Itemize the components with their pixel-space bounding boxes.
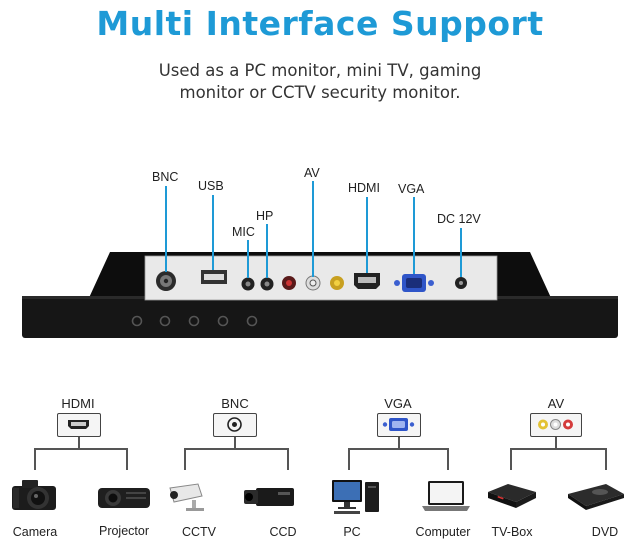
camera-icon	[12, 480, 56, 510]
vga-group-label: VGA	[384, 396, 412, 411]
front-buttons	[131, 315, 258, 327]
hdmi-port	[354, 273, 380, 289]
device-label-ccd: CCD	[269, 525, 297, 539]
device-label-dvd: DVD	[591, 525, 619, 539]
hdmi-leader	[366, 197, 368, 273]
port-label-usb: USB	[198, 179, 224, 193]
subtitle-line-2: monitor or CCTV security monitor.	[179, 83, 461, 102]
power-button	[246, 315, 258, 327]
dc-port	[455, 277, 467, 289]
monitor-back-panel	[22, 252, 618, 338]
port-label-hp: HP	[256, 209, 274, 223]
av-group-label: AV	[547, 396, 565, 411]
hdmi-connector-icon	[57, 413, 101, 437]
hdmi-group-label: HDMI	[61, 396, 95, 411]
up-button	[188, 315, 200, 327]
computer-laptop-icon	[422, 481, 470, 511]
usb-port	[201, 270, 227, 284]
tv-box-icon	[488, 484, 536, 508]
port-label-vga: VGA	[398, 182, 425, 196]
device-label-pc: PC	[343, 525, 361, 539]
device-label-projector: Projector	[98, 524, 150, 538]
menu-button	[131, 315, 143, 327]
dvd-player-icon	[568, 484, 624, 510]
page-title: Multi Interface Support	[96, 4, 544, 43]
ccd-camera-icon	[244, 488, 294, 506]
device-label-cctv: CCTV	[181, 525, 217, 539]
av-leader	[312, 181, 314, 277]
av-ports	[282, 275, 344, 291]
av-connector-icon	[530, 413, 582, 437]
port-label-mic: MIC	[232, 225, 255, 239]
bnc-port	[156, 271, 176, 291]
port-label-bnc: BNC	[152, 170, 179, 184]
port-plate	[144, 255, 498, 301]
hp-port	[260, 277, 274, 291]
projector-icon	[98, 488, 150, 508]
usb-leader	[212, 195, 214, 270]
monitor-bottom-bezel	[22, 296, 618, 338]
subtitle-line-1: Used as a PC monitor, mini TV, gaming	[158, 61, 482, 80]
down-button	[159, 315, 171, 327]
mic-port	[241, 277, 255, 291]
port-label-hdmi: HDMI	[348, 181, 380, 195]
port-label-dc: DC 12V	[437, 212, 481, 226]
vga-leader	[413, 197, 415, 274]
hp-leader	[266, 224, 268, 278]
port-label-av: AV	[304, 166, 320, 180]
vga-connector-icon	[377, 413, 421, 437]
page-subtitle: Used as a PC monitor, mini TV, gaming mo…	[140, 60, 500, 104]
bnc-leader	[165, 186, 167, 272]
device-label-camera: Camera	[12, 525, 58, 539]
bnc-connector-icon	[213, 413, 257, 437]
cctv-icon	[169, 483, 204, 511]
vga-port	[394, 274, 434, 292]
bnc-group-label: BNC	[221, 396, 249, 411]
device-label-tv-box: TV-Box	[491, 525, 533, 539]
device-label-computer: Computer	[415, 525, 471, 539]
source-button	[217, 315, 229, 327]
dc-leader	[460, 228, 462, 277]
mic-leader	[247, 240, 249, 278]
pc-icon	[332, 480, 379, 514]
